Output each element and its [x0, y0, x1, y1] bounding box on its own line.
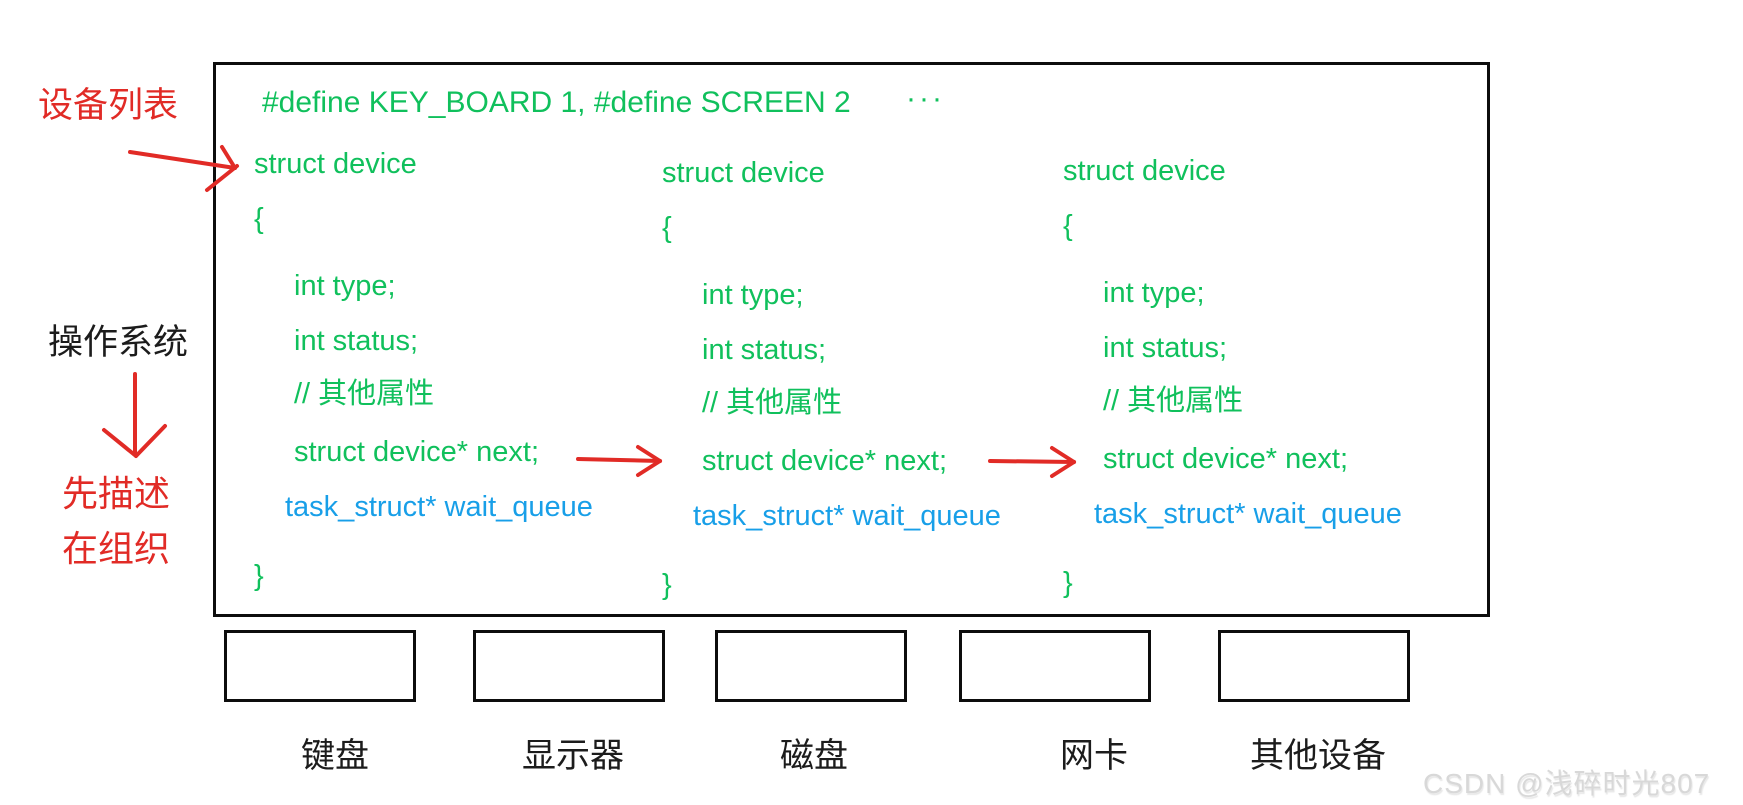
- device-label-other: 其他设备: [1250, 737, 1386, 775]
- field-status: int status;: [1103, 332, 1228, 364]
- struct-header: struct device: [662, 157, 825, 189]
- comment-other-attrs: // 其他属性: [1103, 385, 1244, 417]
- field-wait-queue: task_struct* wait_queue: [1094, 498, 1402, 530]
- open-brace: {: [254, 203, 264, 235]
- csdn-watermark: CSDN @浅碎时光807: [1423, 768, 1711, 799]
- device-list-label: 设备列表: [38, 86, 179, 125]
- open-brace: {: [662, 212, 672, 244]
- device-box-other: [1218, 630, 1410, 702]
- field-type: int type;: [702, 279, 804, 311]
- field-next-pointer: struct device* next;: [294, 436, 539, 468]
- close-brace: }: [1063, 567, 1073, 599]
- os-label: 操作系统: [48, 323, 189, 362]
- field-status: int status;: [294, 325, 419, 357]
- struct-device-block-2: struct device { int type; int status; //…: [662, 157, 1122, 617]
- field-status: int status;: [702, 334, 827, 366]
- field-type: int type;: [294, 270, 396, 302]
- device-box-network-card: [959, 630, 1151, 702]
- organize-later-label: 在组织: [62, 528, 171, 569]
- device-label-disk: 磁盘: [780, 737, 848, 775]
- ellipsis-dots: ···: [906, 82, 945, 115]
- os-flow-down-arrow-icon: [102, 372, 167, 458]
- struct-device-block-3: struct device { int type; int status; //…: [1063, 155, 1523, 615]
- device-box-disk: [715, 630, 907, 702]
- define-macros-code-line: #define KEY_BOARD 1, #define SCREEN 2: [262, 86, 851, 119]
- device-box-keyboard: [224, 630, 416, 702]
- struct-header: struct device: [254, 148, 417, 180]
- describe-first-label: 先描述: [62, 473, 171, 514]
- field-next-pointer: struct device* next;: [702, 445, 947, 477]
- close-brace: }: [662, 569, 672, 601]
- comment-other-attrs: // 其他属性: [294, 378, 435, 410]
- field-wait-queue: task_struct* wait_queue: [285, 491, 593, 523]
- field-next-pointer: struct device* next;: [1103, 443, 1348, 475]
- field-type: int type;: [1103, 277, 1205, 309]
- device-label-network-card: 网卡: [1060, 737, 1128, 775]
- device-box-monitor: [473, 630, 665, 702]
- device-list-container-box: [213, 62, 1490, 617]
- struct-device-block-1: struct device { int type; int status; //…: [254, 148, 714, 608]
- comment-other-attrs: // 其他属性: [702, 387, 843, 419]
- close-brace: }: [254, 560, 264, 592]
- device-label-monitor: 显示器: [522, 737, 624, 775]
- field-wait-queue: task_struct* wait_queue: [693, 500, 1001, 532]
- device-label-keyboard: 键盘: [301, 737, 369, 775]
- open-brace: {: [1063, 210, 1073, 242]
- struct-header: struct device: [1063, 155, 1226, 187]
